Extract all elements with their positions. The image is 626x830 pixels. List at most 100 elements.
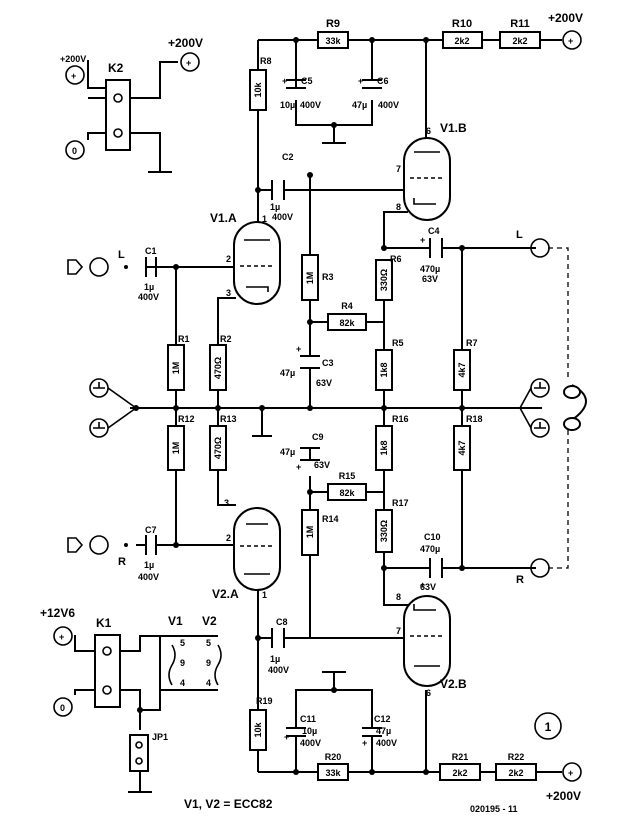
resistor-r11: 2k2 R11: [499, 18, 541, 49]
tube-v2a: V2.A 3 2 1: [212, 498, 281, 601]
junction-dots: [133, 37, 465, 775]
svg-text:2: 2: [226, 254, 231, 264]
capacitor-c9: C9 47µ + 63V: [280, 432, 330, 472]
svg-text:0: 0: [60, 703, 65, 713]
output-left: L: [516, 229, 550, 258]
resistor-r6: 330Ω R6: [375, 254, 402, 301]
svg-text:2k2: 2k2: [454, 36, 469, 46]
svg-text:10µ: 10µ: [280, 100, 295, 110]
svg-text:63V: 63V: [422, 274, 438, 284]
svg-text:V1: V1: [168, 614, 183, 628]
svg-text:R20: R20: [325, 752, 342, 762]
svg-text:+: +: [362, 738, 367, 748]
svg-text:R5: R5: [392, 338, 404, 348]
ground-symbols: [89, 378, 550, 438]
resistor-r2: 470Ω R2: [209, 334, 232, 391]
resistor-r13: 470Ω R13: [209, 414, 237, 471]
svg-text:330Ω: 330Ω: [379, 520, 389, 542]
svg-text:400V: 400V: [300, 100, 321, 110]
svg-text:330Ω: 330Ω: [379, 269, 389, 291]
svg-text:63V: 63V: [420, 582, 436, 592]
svg-text:+200V: +200V: [168, 36, 203, 50]
svg-text:R2: R2: [220, 334, 232, 344]
svg-text:R9: R9: [326, 18, 340, 30]
svg-text:K2: K2: [108, 61, 124, 75]
svg-text:33k: 33k: [325, 36, 341, 46]
resistor-r14: 1M R14: [301, 509, 339, 556]
figure-number: 1: [534, 712, 562, 740]
svg-text:+200V: +200V: [548, 11, 583, 25]
resistor-r5: 1k8 R5: [375, 338, 404, 391]
resistor-r12: 1M R12: [167, 414, 195, 471]
svg-text:47µ: 47µ: [280, 447, 295, 457]
tube-type-footnote: V1, V2 = ECC82: [184, 797, 273, 811]
svg-text:C5: C5: [301, 76, 313, 86]
svg-text:R11: R11: [510, 18, 530, 30]
resistor-r7: 4k7 R7: [453, 338, 478, 391]
svg-text:+: +: [420, 235, 425, 245]
capacitor-c5: C5 10µ 400V +: [280, 76, 321, 110]
resistor-r19: 10k R19: [249, 696, 273, 751]
svg-text:+: +: [568, 36, 573, 46]
svg-text:7: 7: [396, 164, 401, 174]
svg-text:R3: R3: [322, 272, 334, 282]
svg-text:V1.B: V1.B: [440, 121, 467, 135]
svg-text:C7: C7: [145, 525, 157, 535]
capacitor-c2: C2 1µ 400V: [270, 152, 294, 222]
svg-text:+: +: [59, 632, 64, 642]
svg-text:4k7: 4k7: [457, 362, 467, 377]
svg-text:1M: 1M: [171, 362, 181, 375]
svg-text:1µ: 1µ: [144, 560, 154, 570]
svg-text:3: 3: [224, 498, 229, 508]
svg-text:R17: R17: [392, 498, 409, 508]
svg-text:C11: C11: [300, 714, 316, 724]
svg-text:8: 8: [396, 592, 401, 602]
resistor-r4: 82k R4: [327, 301, 367, 331]
svg-text:4: 4: [206, 678, 211, 688]
svg-text:C1: C1: [145, 246, 157, 256]
heaters: V1 V2 5 9 4 5 9 4: [168, 614, 222, 688]
capacitor-c8: C8 1µ 400V: [268, 617, 289, 675]
input-left: L: [67, 249, 128, 277]
figure-code: 020195 - 11: [470, 804, 518, 814]
input-right: R: [67, 535, 128, 568]
svg-text:82k: 82k: [339, 318, 355, 328]
svg-text:K1: K1: [96, 616, 112, 630]
svg-text:2k2: 2k2: [512, 36, 527, 46]
svg-text:V2.A: V2.A: [212, 587, 239, 601]
svg-text:C6: C6: [377, 76, 389, 86]
svg-text:V2: V2: [202, 614, 217, 628]
svg-text:3: 3: [226, 288, 231, 298]
capacitor-c11: C11 10µ + 400V: [284, 714, 321, 748]
svg-text:C12: C12: [374, 714, 391, 724]
svg-text:63V: 63V: [316, 378, 332, 388]
svg-text:5: 5: [206, 638, 211, 648]
svg-text:470Ω: 470Ω: [213, 437, 223, 459]
tube-v1a: V1.A 1 2 3: [210, 211, 281, 305]
svg-text:0: 0: [72, 146, 77, 156]
svg-text:C9: C9: [312, 432, 324, 442]
svg-text:9: 9: [206, 658, 211, 668]
svg-text:C10: C10: [424, 532, 441, 542]
supply-k2-in: + +200V 0 + +200V: [60, 36, 203, 160]
svg-text:470µ: 470µ: [420, 264, 440, 274]
relay-k1: K1: [94, 616, 121, 708]
svg-text:R6: R6: [390, 254, 402, 264]
svg-text:R4: R4: [341, 301, 353, 311]
svg-text:+: +: [282, 76, 287, 86]
resistor-r20: 33k R20: [317, 752, 349, 781]
capacitor-c12: C12 47µ + 400V: [362, 714, 397, 748]
output-right: R: [516, 558, 550, 586]
svg-text:+: +: [71, 71, 76, 81]
svg-text:33k: 33k: [325, 768, 341, 778]
svg-text:2k2: 2k2: [452, 768, 467, 778]
svg-text:400V: 400V: [138, 292, 159, 302]
svg-text:R18: R18: [466, 414, 483, 424]
svg-text:+: +: [284, 732, 289, 742]
svg-text:1µ: 1µ: [270, 202, 280, 212]
capacitor-c6: C6 47µ 400V +: [352, 76, 399, 110]
svg-text:R19: R19: [256, 696, 273, 706]
svg-text:10µ: 10µ: [302, 726, 317, 736]
relay-k2: K2: [105, 61, 131, 151]
